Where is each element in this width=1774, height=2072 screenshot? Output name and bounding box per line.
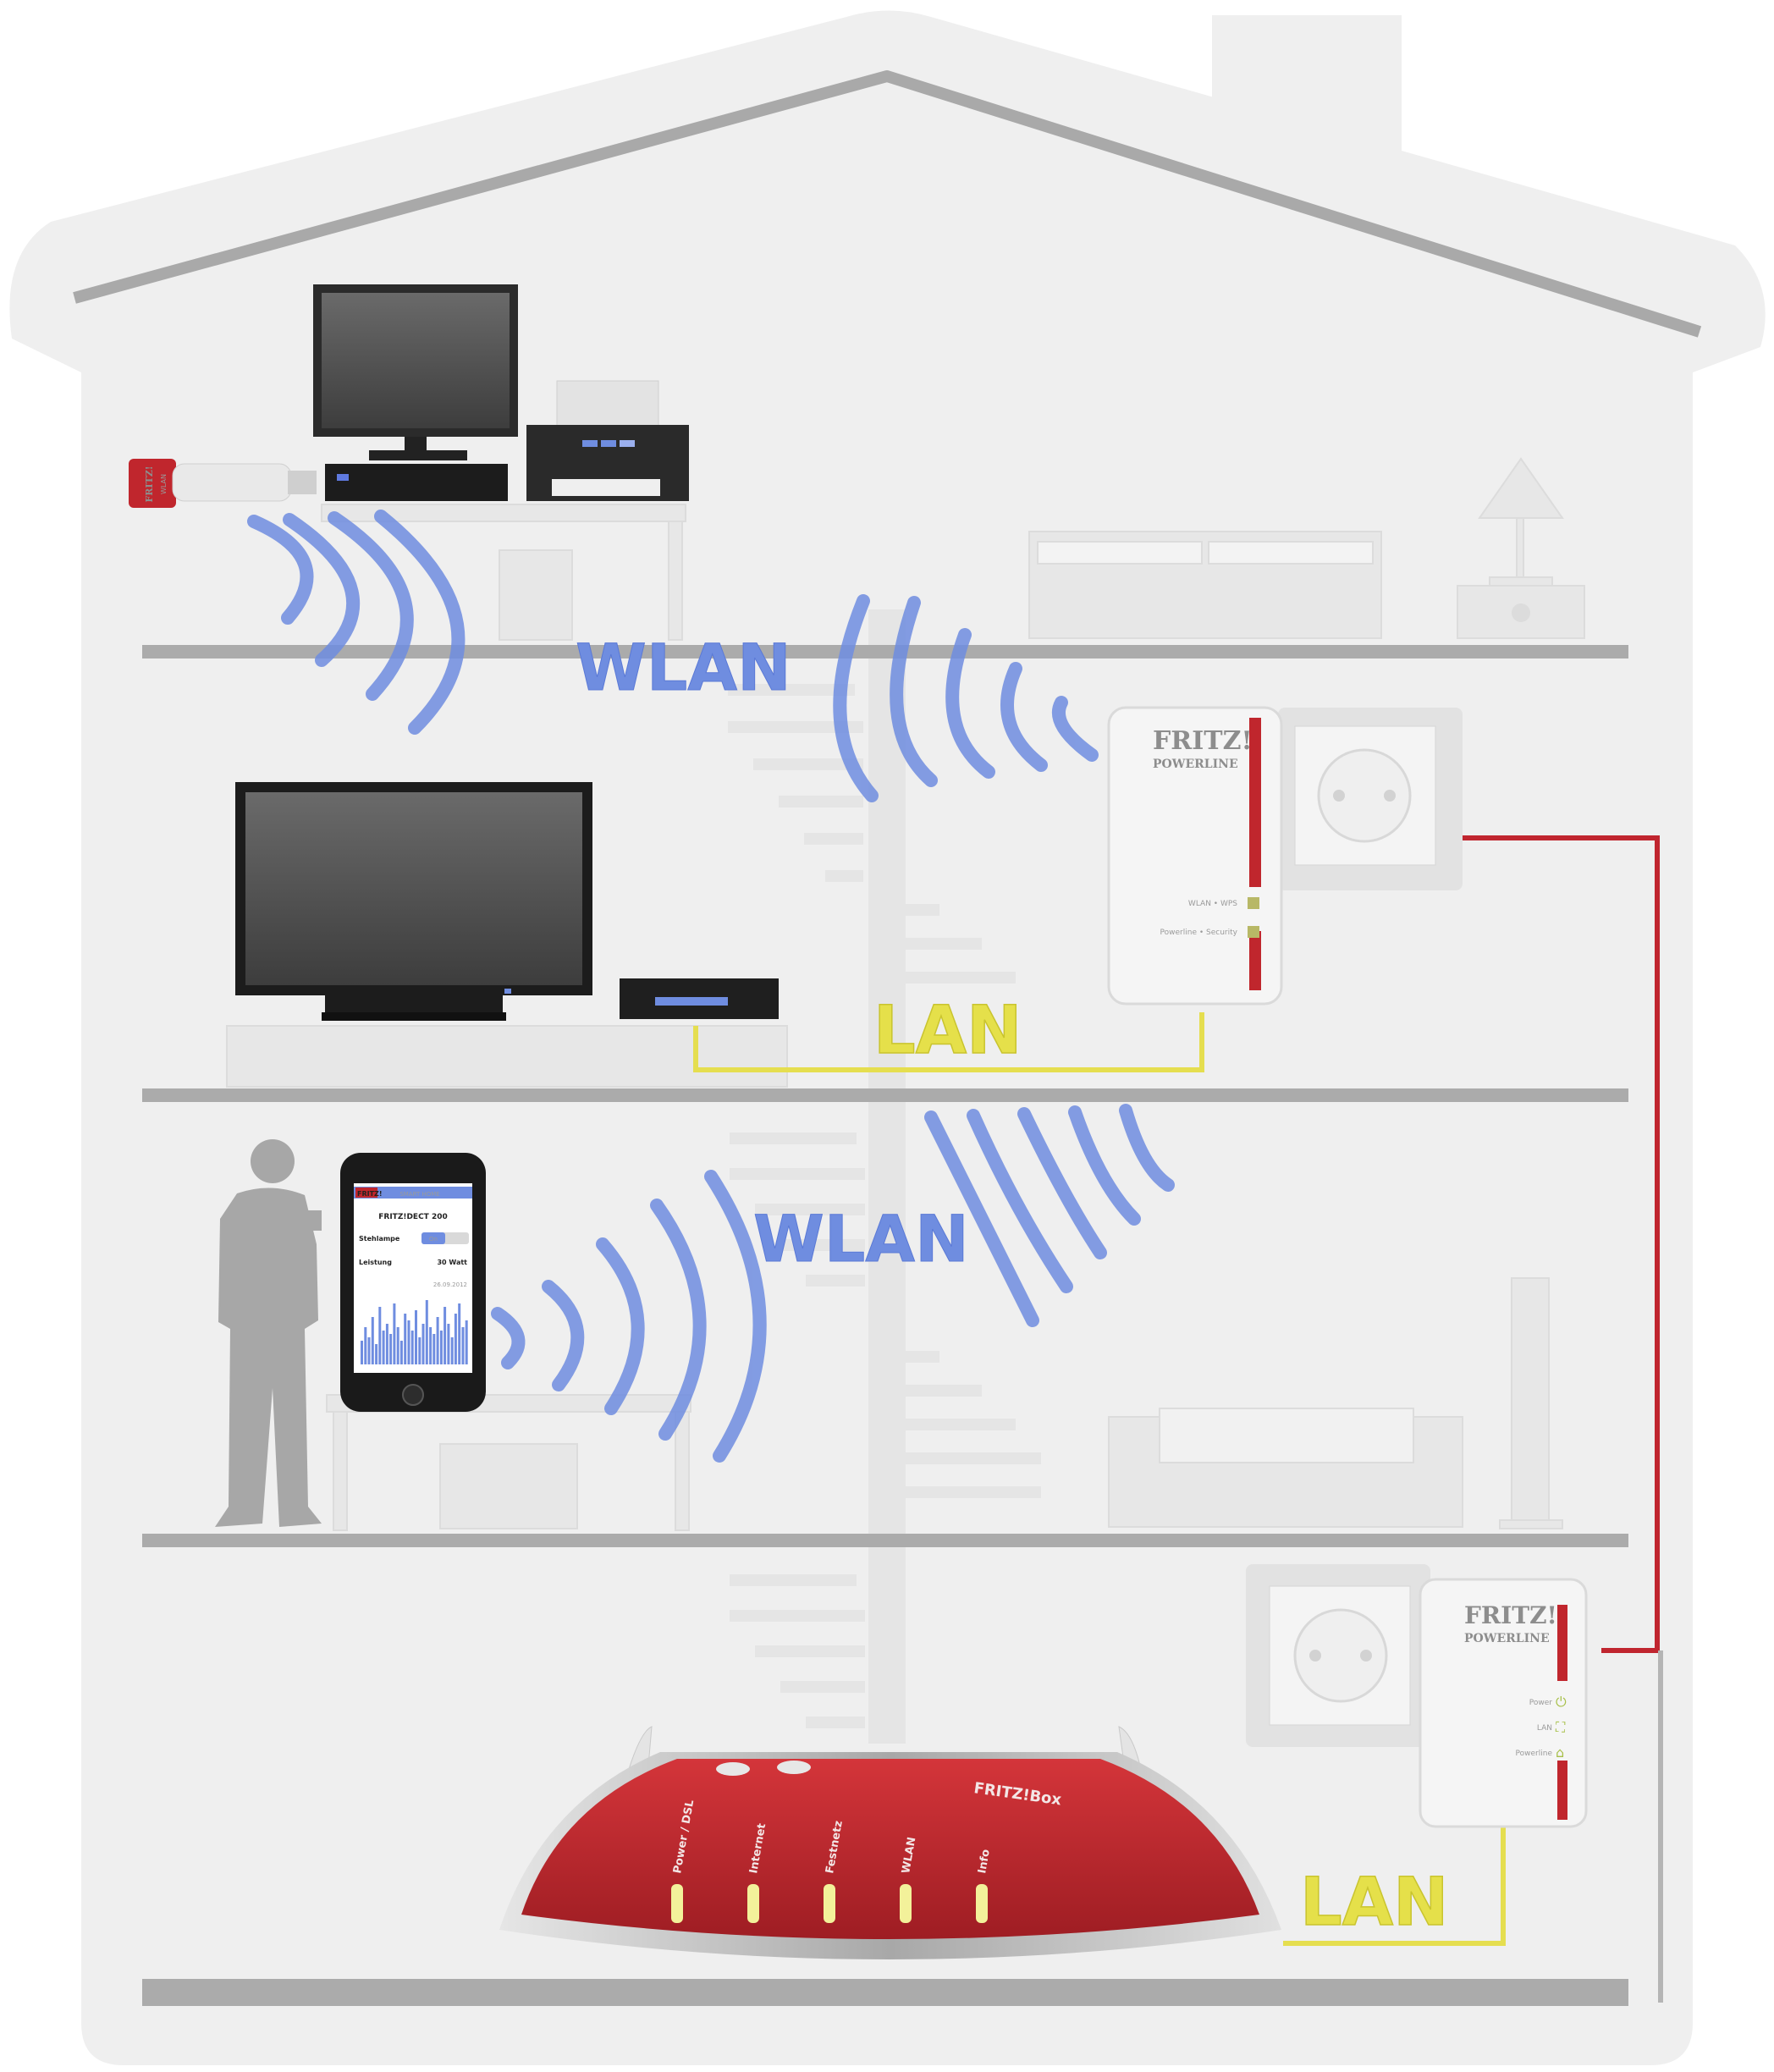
powerline-top-led1-label: WLAN • WPS (1188, 900, 1237, 908)
powerline-top-led2-label: Powerline • Security (1160, 929, 1238, 937)
router-led (747, 1884, 759, 1923)
router-led (824, 1884, 835, 1923)
phone-graph-bar (389, 1334, 393, 1364)
powerline-bottom-led3-label: Powerline (1516, 1750, 1553, 1758)
phone-graph-bar (450, 1337, 454, 1364)
wlan-wave-top-left (247, 510, 466, 735)
powerline-bottom-led2-label: LAN (1537, 1724, 1552, 1733)
lan-cable-bottom (1283, 1818, 1506, 1946)
phone-graph-bar (396, 1327, 399, 1364)
phone-graph-bar (371, 1317, 374, 1364)
desktop-computer (325, 464, 508, 501)
lan-icon: ⛶ (1556, 1719, 1566, 1735)
wlan-wave-mid-right (924, 1104, 1175, 1327)
powerline-top-product: POWERLINE (1153, 758, 1238, 771)
phone-row1-label: Stehlampe (359, 1235, 400, 1243)
fritz-powerline-bottom: FRITZ! POWERLINE Power LAN Powerline ⏻ ⛶… (1419, 1578, 1588, 1828)
phone-row2-label: Leistung (359, 1259, 392, 1266)
phone-graph-bar (421, 1324, 425, 1364)
phone-graph-bar (461, 1327, 465, 1364)
desk-top-floor (321, 504, 686, 522)
phone-graph-bar (439, 1331, 443, 1364)
lan-label-bottom: LAN (1300, 1865, 1448, 1941)
phone-graph-bar (393, 1303, 396, 1364)
router-led-label: Info (976, 1849, 993, 1875)
floors (142, 645, 1628, 2006)
router-led (671, 1884, 683, 1923)
phone-graph-bar (367, 1337, 371, 1364)
phone-brand: FRITZ! (357, 1190, 383, 1198)
lan-cable-middle (693, 1012, 1204, 1072)
phone-graph-bar (361, 1341, 363, 1364)
router-led-label: WLAN (900, 1836, 918, 1875)
phone-date: 26.09.2012 (433, 1281, 467, 1288)
phone-graph-bar (407, 1320, 410, 1364)
wall-socket-bottom (1246, 1564, 1430, 1747)
television (235, 782, 592, 1021)
phone-graph-bar (364, 1327, 367, 1364)
phone-graph-bar (385, 1324, 388, 1364)
phone-graph-bar (378, 1307, 382, 1364)
floor-3 (142, 1534, 1628, 1547)
phone-graph-bar (429, 1327, 432, 1364)
phone-row2-value: 30 Watt (437, 1259, 467, 1266)
router-led (976, 1884, 988, 1923)
phone-graph-bar (444, 1307, 447, 1364)
power-icon: ⏻ (1556, 1694, 1567, 1710)
roof-line (73, 70, 1702, 338)
powerline-top-led2 (1248, 926, 1259, 938)
phone-graph-bar (415, 1310, 417, 1364)
phone-device: FRITZ!DECT 200 (378, 1213, 447, 1221)
speaker (1511, 1277, 1550, 1526)
wlan-label-top: WLAN (576, 630, 791, 705)
phone-row1-value: On (429, 1236, 438, 1243)
powerline-bottom-led1-label: Power (1529, 1699, 1553, 1707)
staircase (728, 609, 1041, 1744)
floor-ground (142, 1979, 1628, 2006)
fritz-powerline-top: FRITZ! POWERLINE WLAN • WPS Powerline • … (1107, 706, 1283, 1006)
phone-graph-bar (436, 1317, 439, 1364)
phone-graph-bar (375, 1344, 378, 1364)
phone-graph-bar (404, 1314, 407, 1364)
usb-stick-product: WLAN (160, 474, 168, 494)
powerline-bottom-brand: FRITZ! (1464, 1601, 1557, 1629)
phone-header: SMART HOME (399, 1191, 439, 1198)
router-led (900, 1884, 912, 1923)
wlan-wave-mid-left (491, 1170, 767, 1463)
smartphone: FRITZ! SMART HOME FRITZ!DECT 200 Stehlam… (340, 1153, 486, 1412)
phone-graph-bar (447, 1324, 450, 1364)
phone-power-graph (361, 1300, 468, 1364)
set-top-box (620, 978, 779, 1019)
powerline-top-brand: FRITZ! (1153, 726, 1253, 756)
powerline-house-icon: ⌂ (1556, 1744, 1564, 1761)
floor-1 (142, 645, 1628, 659)
powerline-cable (1461, 835, 1660, 1653)
powerline-top-led1 (1248, 897, 1259, 909)
phone-graph-bar (418, 1337, 421, 1364)
person-silhouette (215, 1139, 322, 1527)
phone-graph-bar (425, 1300, 428, 1364)
phone-graph-bar (432, 1334, 436, 1364)
powerline-bottom-product: POWERLINE (1464, 1632, 1550, 1645)
phone-graph-bar (382, 1331, 385, 1364)
wlan-wave-top-right (833, 594, 1099, 802)
usb-stick-brand: FRITZ! (144, 466, 155, 502)
phone-graph-bar (454, 1314, 457, 1364)
phone-graph-bar (410, 1331, 414, 1364)
tv-stand (226, 1025, 788, 1088)
wall-socket-top (1278, 708, 1463, 890)
usb-wlan-stick: FRITZ! WLAN (129, 459, 317, 508)
wlan-label-middle: WLAN (753, 1201, 969, 1276)
phone-graph-bar (465, 1320, 468, 1364)
printer (526, 380, 689, 501)
desktop-monitor (313, 284, 518, 460)
phone-graph-bar (458, 1303, 461, 1364)
lan-label-middle: LAN (873, 993, 1022, 1069)
cables (693, 835, 1663, 2003)
phone-graph-bar (399, 1341, 403, 1364)
floor-2 (142, 1088, 1628, 1102)
